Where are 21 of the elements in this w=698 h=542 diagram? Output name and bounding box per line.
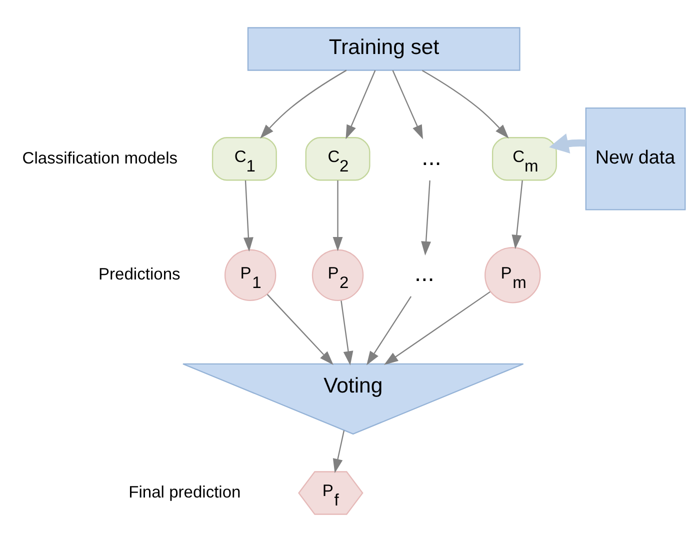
label: Classification models <box>22 148 178 168</box>
arrow <box>392 70 423 140</box>
arrow <box>512 180 523 250</box>
arrow <box>366 296 412 366</box>
arrow <box>332 180 343 252</box>
arrow <box>421 180 432 256</box>
node-box: Training set <box>247 27 520 71</box>
arrow <box>266 294 334 366</box>
node-box: New data <box>585 107 686 210</box>
arrow <box>549 133 586 154</box>
arrow <box>346 70 376 140</box>
arrow <box>422 70 509 138</box>
arrow <box>384 291 490 365</box>
arrow <box>244 180 254 252</box>
arrow <box>260 70 347 138</box>
arrow <box>340 300 354 366</box>
arrow <box>332 430 345 474</box>
node-text: ... <box>422 144 442 171</box>
node-text: ... <box>414 261 434 288</box>
label: Final prediction <box>128 482 241 502</box>
label: Predictions <box>98 264 180 284</box>
